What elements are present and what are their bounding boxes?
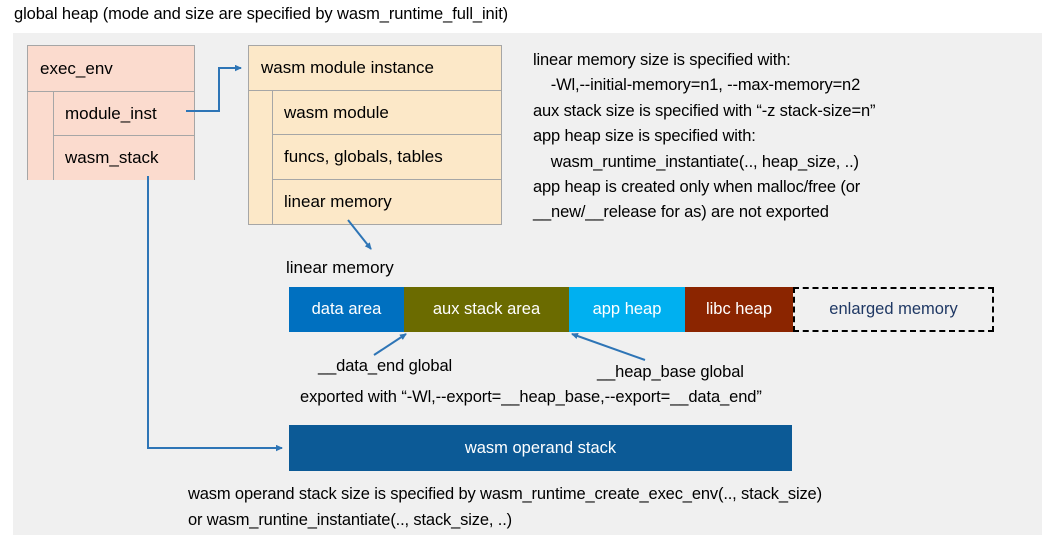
module-field-funcs-globals-tables: funcs, globals, tables — [273, 135, 501, 180]
exec-env-box: exec_env module_inst wasm_stack — [27, 45, 195, 180]
exec-env-field-wasm-stack: wasm_stack — [54, 136, 194, 180]
wasm-module-instance-header: wasm module instance — [249, 46, 501, 91]
memory-segment-libc-heap: libc heap — [685, 287, 793, 332]
wasm-module-instance-box: wasm module instance wasm module funcs, … — [248, 45, 502, 225]
exec-env-header: exec_env — [28, 46, 194, 92]
memory-segment-enlarged-memory: enlarged memory — [793, 287, 994, 332]
wasm-module-instance-gutter — [249, 91, 273, 224]
memory-segment-aux-stack-area: aux stack area — [404, 287, 569, 332]
exec-env-field-module-inst: module_inst — [54, 92, 194, 136]
memory-segment-data-area: data area — [289, 287, 404, 332]
exec-env-gutter — [28, 92, 54, 180]
annotation-data-end: __data_end global — [318, 357, 453, 375]
wasm-module-instance-fields: wasm module funcs, globals, tables linea… — [273, 91, 501, 224]
wasm-module-instance-body: wasm module funcs, globals, tables linea… — [249, 91, 501, 224]
module-field-wasm-module: wasm module — [273, 91, 501, 136]
exec-env-body: module_inst wasm_stack — [28, 92, 194, 180]
operand-stack-note: wasm operand stack size is specified by … — [188, 485, 822, 529]
exec-env-fields: module_inst wasm_stack — [54, 92, 194, 180]
annotation-heap-base: __heap_base global — [597, 363, 744, 381]
annotation-exported-symbols: exported with “-Wl,--export=__heap_base,… — [300, 388, 762, 406]
memory-segment-app-heap: app heap — [569, 287, 685, 332]
wasm-operand-stack-box: wasm operand stack — [289, 425, 792, 471]
linear-memory-notes: linear memory size is specified with: -W… — [533, 51, 876, 222]
page-title: global heap (mode and size are specified… — [14, 5, 509, 23]
linear-memory-caption: linear memory — [286, 258, 394, 277]
module-field-linear-memory: linear memory — [273, 179, 501, 224]
